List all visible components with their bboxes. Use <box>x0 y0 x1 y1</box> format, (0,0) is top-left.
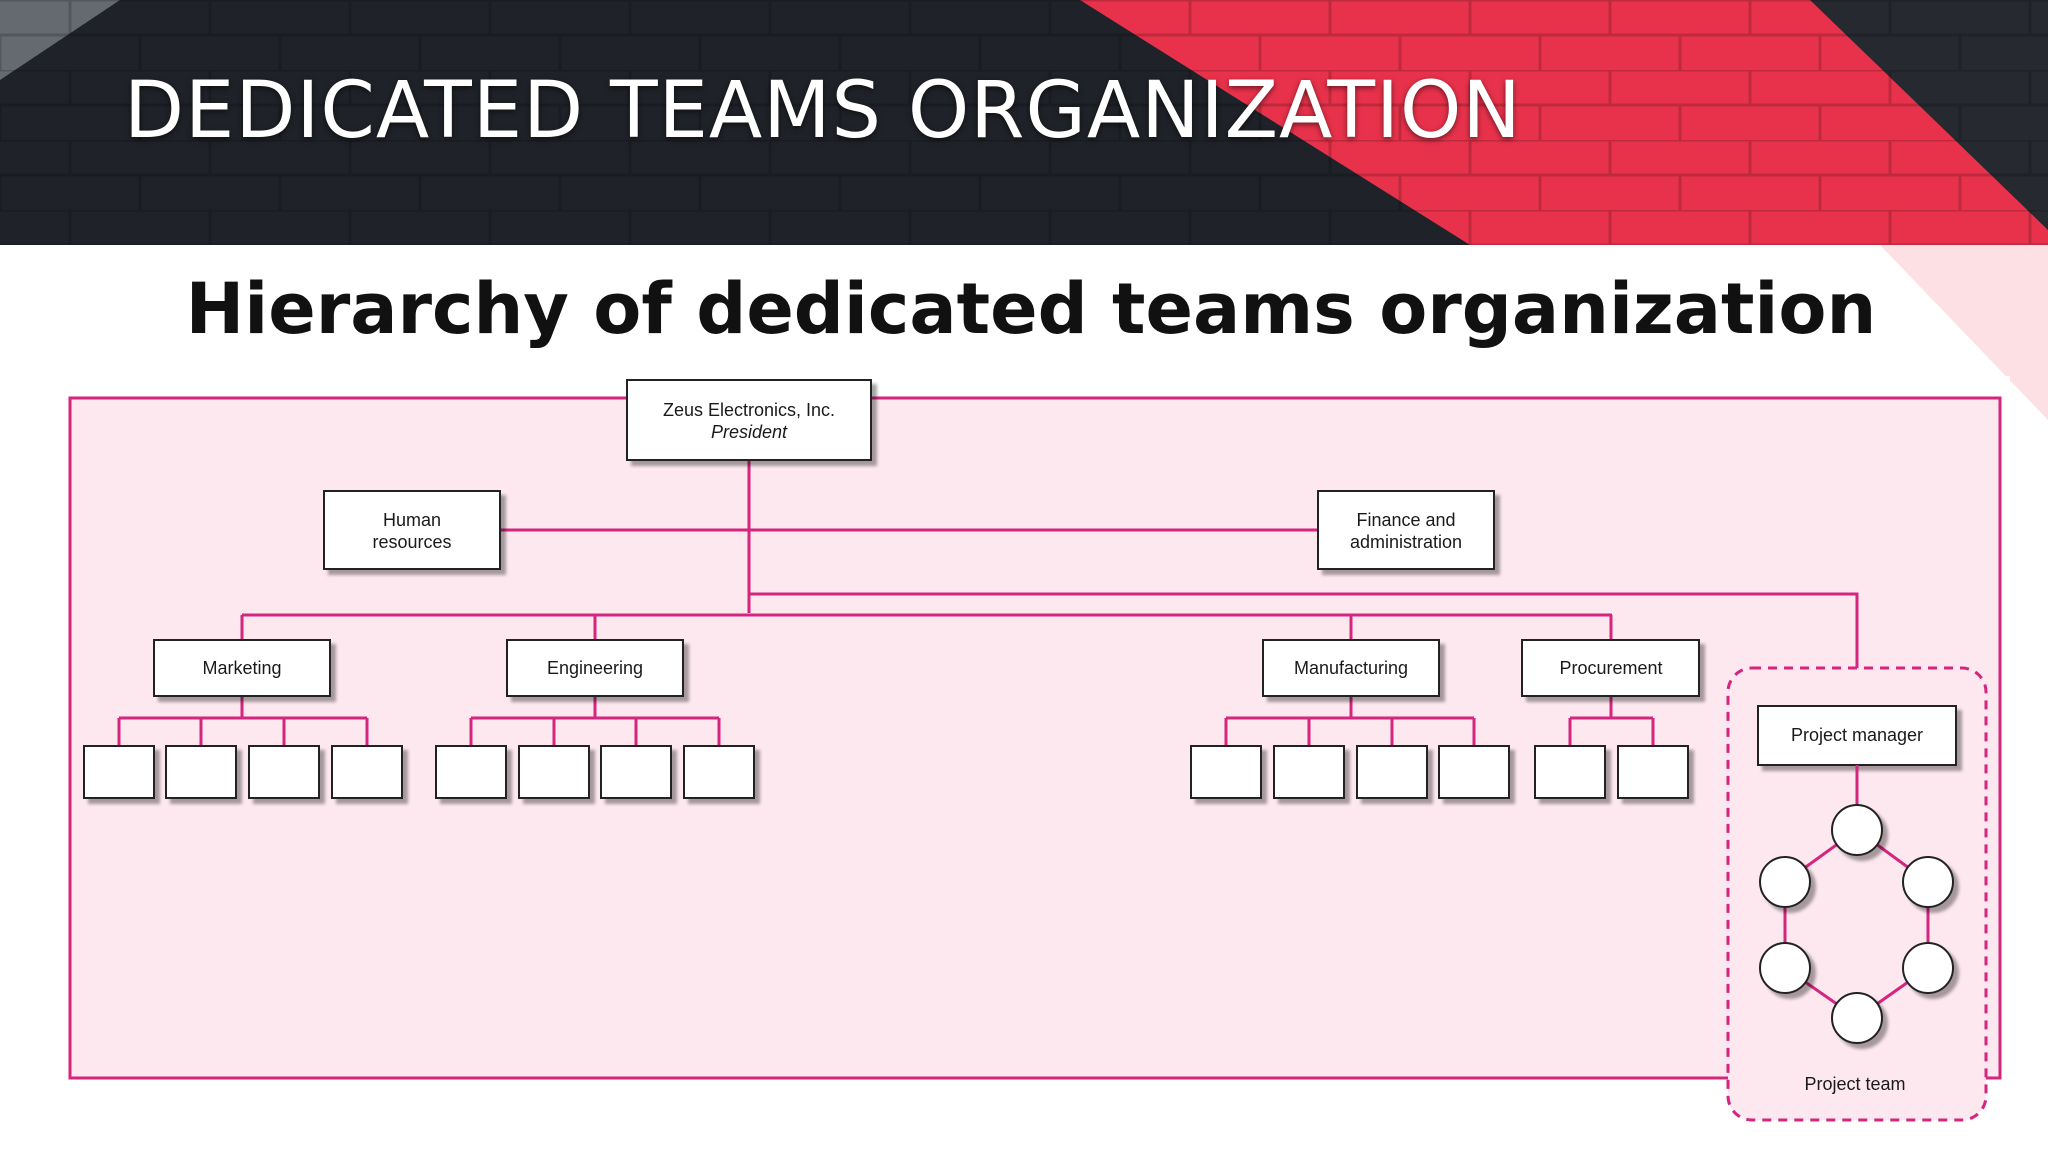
president-company-label: Zeus Electronics, Inc. <box>663 400 835 420</box>
slide-subtitle: Hierarchy of dedicated teams organizatio… <box>185 268 1877 350</box>
team-member-node <box>1902 856 1954 908</box>
engineering-box: Engineering <box>506 639 684 697</box>
manufacturing-label: Manufacturing <box>1294 658 1408 678</box>
team-member-node <box>1902 942 1954 994</box>
engineering-label: Engineering <box>547 658 643 678</box>
marketing-label: Marketing <box>202 658 281 678</box>
sub-unit-box <box>435 745 507 799</box>
procurement-label: Procurement <box>1559 658 1662 678</box>
finance-label-line1: Finance and <box>1356 510 1455 530</box>
team-member-node <box>1831 804 1883 856</box>
finance-label-line2: administration <box>1350 532 1462 552</box>
sub-unit-box <box>518 745 590 799</box>
president-box: Zeus Electronics, Inc. President <box>626 379 872 461</box>
finance-box: Finance and administration <box>1317 490 1495 570</box>
sub-unit-box <box>248 745 320 799</box>
president-title-label: President <box>711 422 788 442</box>
sub-unit-box <box>1438 745 1510 799</box>
project-team-boundary <box>1726 666 1988 1122</box>
marketing-subunits <box>83 745 403 799</box>
project-team-members <box>1759 804 1954 1044</box>
team-member-node <box>1759 942 1811 994</box>
project-manager-box: Project manager <box>1757 705 1957 766</box>
slide-title: DEDICATED TEAMS ORGANIZATION <box>124 66 1522 156</box>
sub-unit-box <box>600 745 672 799</box>
sub-unit-box <box>165 745 237 799</box>
sub-unit-box <box>1273 745 1345 799</box>
sub-unit-box <box>683 745 755 799</box>
manufacturing-box: Manufacturing <box>1262 639 1440 697</box>
sub-unit-box <box>331 745 403 799</box>
team-member-node <box>1759 856 1811 908</box>
project-manager-label: Project manager <box>1791 725 1923 745</box>
manufacturing-subunits <box>1190 745 1510 799</box>
marketing-box: Marketing <box>153 639 331 697</box>
sub-unit-box <box>1534 745 1606 799</box>
sub-unit-box <box>1617 745 1689 799</box>
sub-unit-box <box>1190 745 1262 799</box>
procurement-subunits <box>1534 745 1689 799</box>
human-resources-box: Human resources <box>323 490 501 570</box>
engineering-subunits <box>435 745 755 799</box>
team-member-node <box>1831 992 1883 1044</box>
sub-unit-box <box>83 745 155 799</box>
sub-unit-box <box>1356 745 1428 799</box>
hr-label-line1: Human <box>383 510 441 530</box>
procurement-box: Procurement <box>1521 639 1700 697</box>
hr-label-line2: resources <box>372 532 451 552</box>
project-team-label: Project team <box>1804 1074 1905 1094</box>
